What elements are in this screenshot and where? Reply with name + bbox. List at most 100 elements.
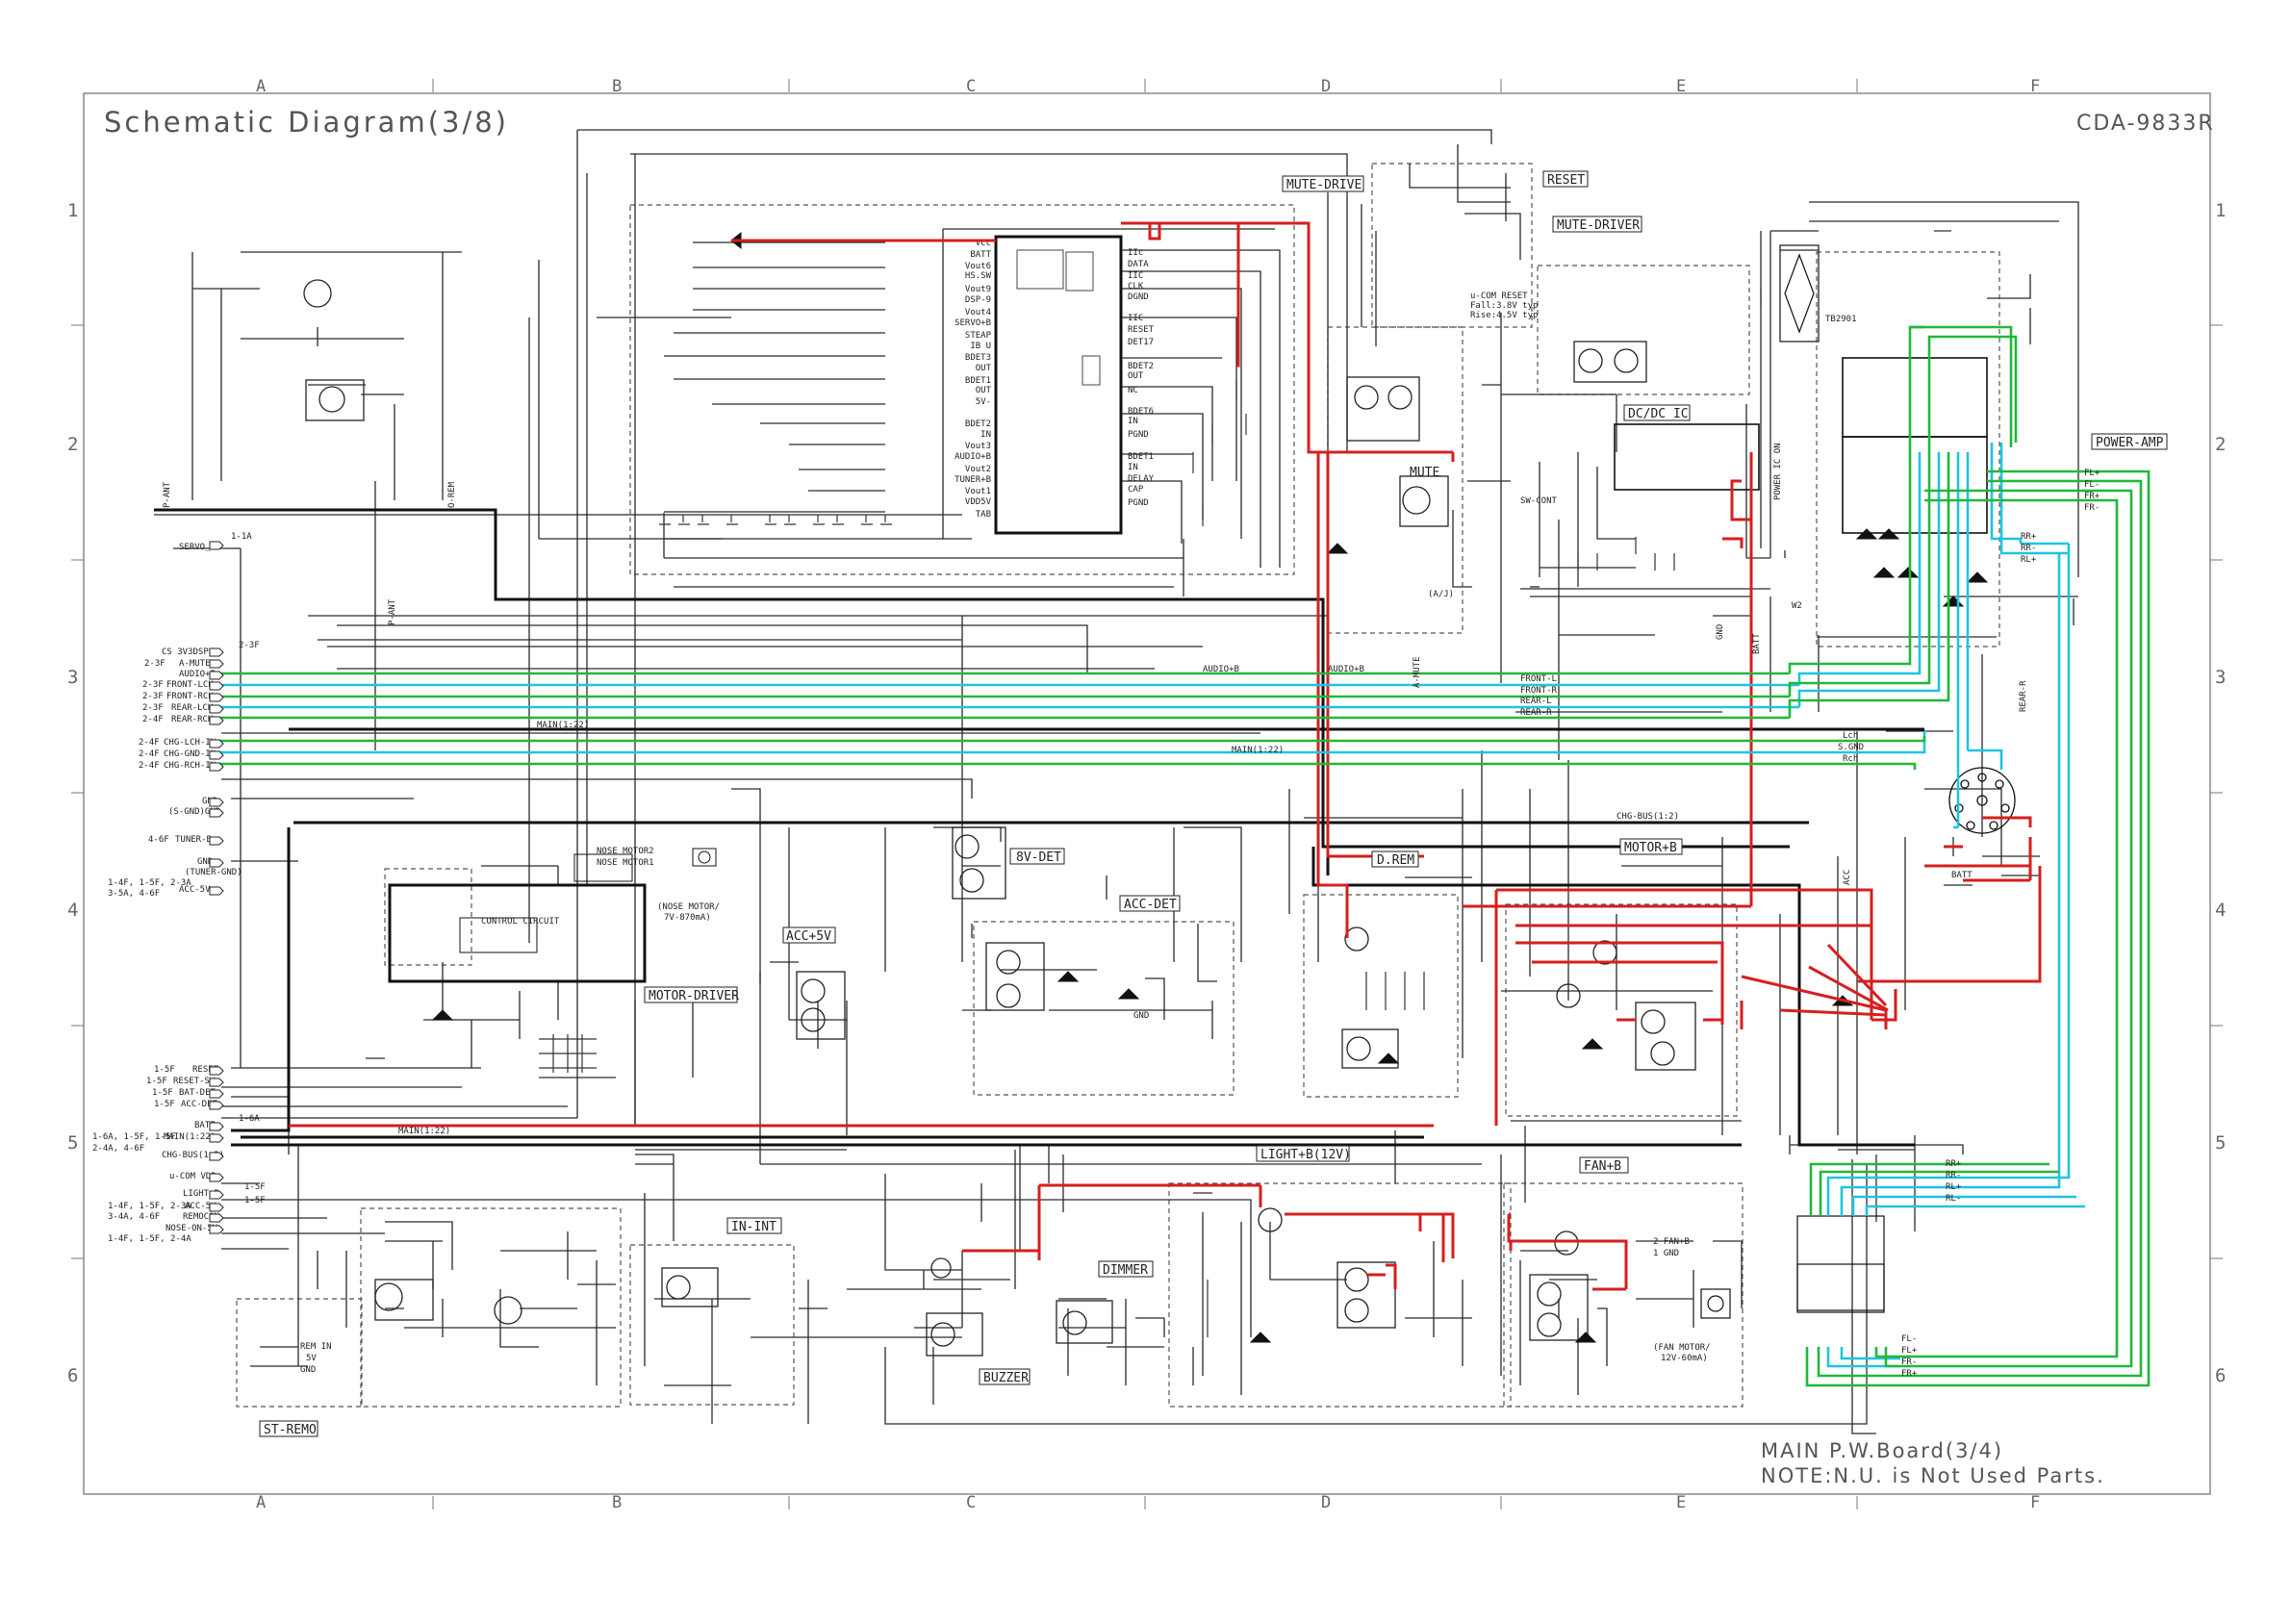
grid-row-5-left: 5	[67, 1132, 78, 1154]
conn-ref-27: 1-5F	[244, 1196, 266, 1205]
conn-label-13: (S-GND)GND	[168, 807, 220, 817]
conn-label-25: CHG-BUS(1:2)	[162, 1151, 224, 1160]
sig-batt-rot: BATT	[1752, 633, 1762, 654]
sig-rem-5v: 5V	[306, 1354, 317, 1363]
conn-label-30: NOSE-ON-5V	[165, 1224, 218, 1233]
model-number: CDA-9833R	[2076, 112, 2215, 136]
conn-label-3: A-MUTE	[179, 659, 211, 669]
label-st-remo: ST-REMO	[264, 1423, 317, 1437]
sig-rear-l: REAR-L	[1520, 697, 1552, 706]
ic-pin-left-23: VDD5V	[965, 497, 992, 507]
conn-ref-8: 2-4F	[142, 715, 164, 724]
conn-label-7: REAR-LCH	[171, 703, 213, 713]
ic-pin-right-9: BDET2	[1128, 362, 1154, 371]
sig-audio-b-1: AUDIO+B	[1203, 665, 1239, 674]
grid-row-4-left: 4	[67, 900, 78, 921]
ic-pin-right-18: CAP	[1128, 485, 1144, 495]
rotated-labels: P-ANT O-REM P-ANT A-MUTE POWER IC ON BAT…	[163, 443, 2028, 885]
sig-rr-plus: RR+	[2021, 532, 2037, 542]
grid-col-d-bottom: D	[1321, 1493, 1331, 1512]
ic-right-pins: IIc DATA IIC CLK DGND IIC RESET DET17 BD…	[1128, 248, 1155, 508]
passive-components	[539, 230, 1951, 1337]
conn-label-20: RESET-SW	[173, 1077, 216, 1086]
ic-pin-left-24: TAB	[976, 510, 991, 520]
conn-label-11: CHG-RCH-IN	[164, 761, 216, 771]
power-wires-red	[289, 221, 2042, 1291]
conn-ref-28: 1-4F, 1-5F, 2-3A	[108, 1202, 191, 1211]
ic-pin-left-4: HS.SW	[965, 271, 992, 281]
audio-processor-ic	[994, 235, 1123, 535]
label-dimmer: DIMMER	[1103, 1263, 1148, 1278]
ic-pin-left-9: STEAP	[965, 331, 992, 341]
label-power-amp: POWER-AMP	[2096, 436, 2164, 450]
sig-a-mute: A-MUTE	[1413, 656, 1422, 688]
ic-pin-left-13: BDET1	[965, 376, 991, 386]
conn-label-9: CHG-LCH-IN	[164, 738, 216, 748]
sig-rem-gnd: GND	[300, 1365, 316, 1375]
conn-ref-19: 1-5F	[154, 1065, 175, 1075]
ic-pin-right-1: IIc	[1128, 248, 1143, 258]
ic-pin-right-14: PGND	[1128, 430, 1149, 440]
conn-ref-20: 1-5F	[146, 1077, 167, 1086]
conn-label-2: CS 3V3DSP-B	[162, 647, 219, 657]
sig-gnd-din: GND	[1133, 1011, 1149, 1021]
conn-label-24: MAIN(1:22)	[164, 1132, 216, 1142]
sig-main-bus-1: MAIN(1:22)	[537, 721, 589, 730]
ic-pin-right-8: DET17	[1128, 338, 1154, 347]
diodes	[431, 231, 1989, 1343]
sig-batt: BATT	[1951, 871, 1973, 880]
sig-front-l: FRONT-L	[1520, 674, 1557, 684]
conn-label-10: CHG-GND-IN	[164, 749, 216, 759]
page-title: Schematic Diagram(3/8)	[104, 106, 509, 139]
sig-p-ant-1: P-ANT	[163, 481, 172, 508]
label-acc-det: ACC-DET	[1124, 898, 1177, 912]
ic-pin-left-8: SERVO+B	[955, 318, 991, 328]
grid-col-b-top: B	[612, 77, 622, 96]
sig-rear-r-rot: REAR-R	[2019, 680, 2028, 712]
ic-pin-left-14: OUT	[976, 386, 992, 395]
conn-ref-3: 2-3F	[144, 659, 165, 669]
conn-label-29: REMOCON	[183, 1212, 219, 1222]
ic-pin-left-11: BDET3	[965, 353, 991, 363]
sig-s-gnd: S.GND	[1838, 743, 1864, 752]
motor-driver-ic	[388, 848, 717, 983]
ic-pin-right-16: IN	[1128, 463, 1138, 472]
ic-pin-left-22: Vout1	[965, 487, 991, 496]
label-fan-b: FAN+B	[1584, 1159, 1621, 1174]
dashed-blocks	[236, 163, 2000, 1408]
conn-ref-11: 2-4F	[139, 761, 160, 771]
conn-label-22: ACC-DET	[181, 1100, 218, 1109]
label-mute-drive: MUTE-DRIVE	[1286, 178, 1362, 192]
conn-ref-25: 2-4A, 4-6F	[92, 1144, 144, 1154]
sig-fr-minus-bottom: FR-	[1901, 1358, 1917, 1367]
label-in-int: IN-INT	[731, 1220, 776, 1234]
grid-row-2-right: 2	[2215, 434, 2226, 455]
ic-pin-right-15: BDET1	[1128, 452, 1154, 462]
grid-row-1-right: 1	[2215, 200, 2226, 221]
conn-label-1: SERVO_B	[179, 543, 216, 552]
dcdc-ic	[1614, 423, 1760, 491]
conn-label-6: FRONT-RCH	[166, 692, 214, 701]
sig-sw-cont: SW-CONT	[1520, 496, 1558, 506]
sig-a-j: (A/J)	[1428, 590, 1454, 599]
conn-label-19: RESET	[192, 1065, 219, 1075]
ic-pin-left-1: Vcc	[976, 239, 991, 248]
power-amp-ic	[1842, 357, 1988, 534]
ic-pin-left-7: Vout4	[965, 308, 991, 317]
sig-fl-plus: FL+	[2084, 469, 2100, 478]
conn-label-28: ACC-5V	[185, 1202, 216, 1211]
sig-rl-minus-bottom: RL-	[1946, 1194, 1961, 1204]
board-label: MAIN P.W.Board(3/4)	[1761, 1439, 2003, 1462]
sig-fr-plus-bottom: FR+	[1901, 1369, 1918, 1379]
conn-ref-10: 2-4F	[139, 749, 160, 759]
label-mute: MUTE	[1410, 466, 1439, 480]
conn-label-23: BATT	[194, 1121, 216, 1130]
sig-o-rem: O-REM	[447, 481, 457, 508]
sig-acc-rot: ACC	[1843, 870, 1852, 885]
sig-nose-motor-note-1: (NOSE MOTOR/	[657, 902, 720, 912]
grid-col-b-bottom: B	[612, 1493, 622, 1512]
transistors	[303, 279, 1696, 1357]
grid-col-a-top: A	[256, 77, 266, 96]
